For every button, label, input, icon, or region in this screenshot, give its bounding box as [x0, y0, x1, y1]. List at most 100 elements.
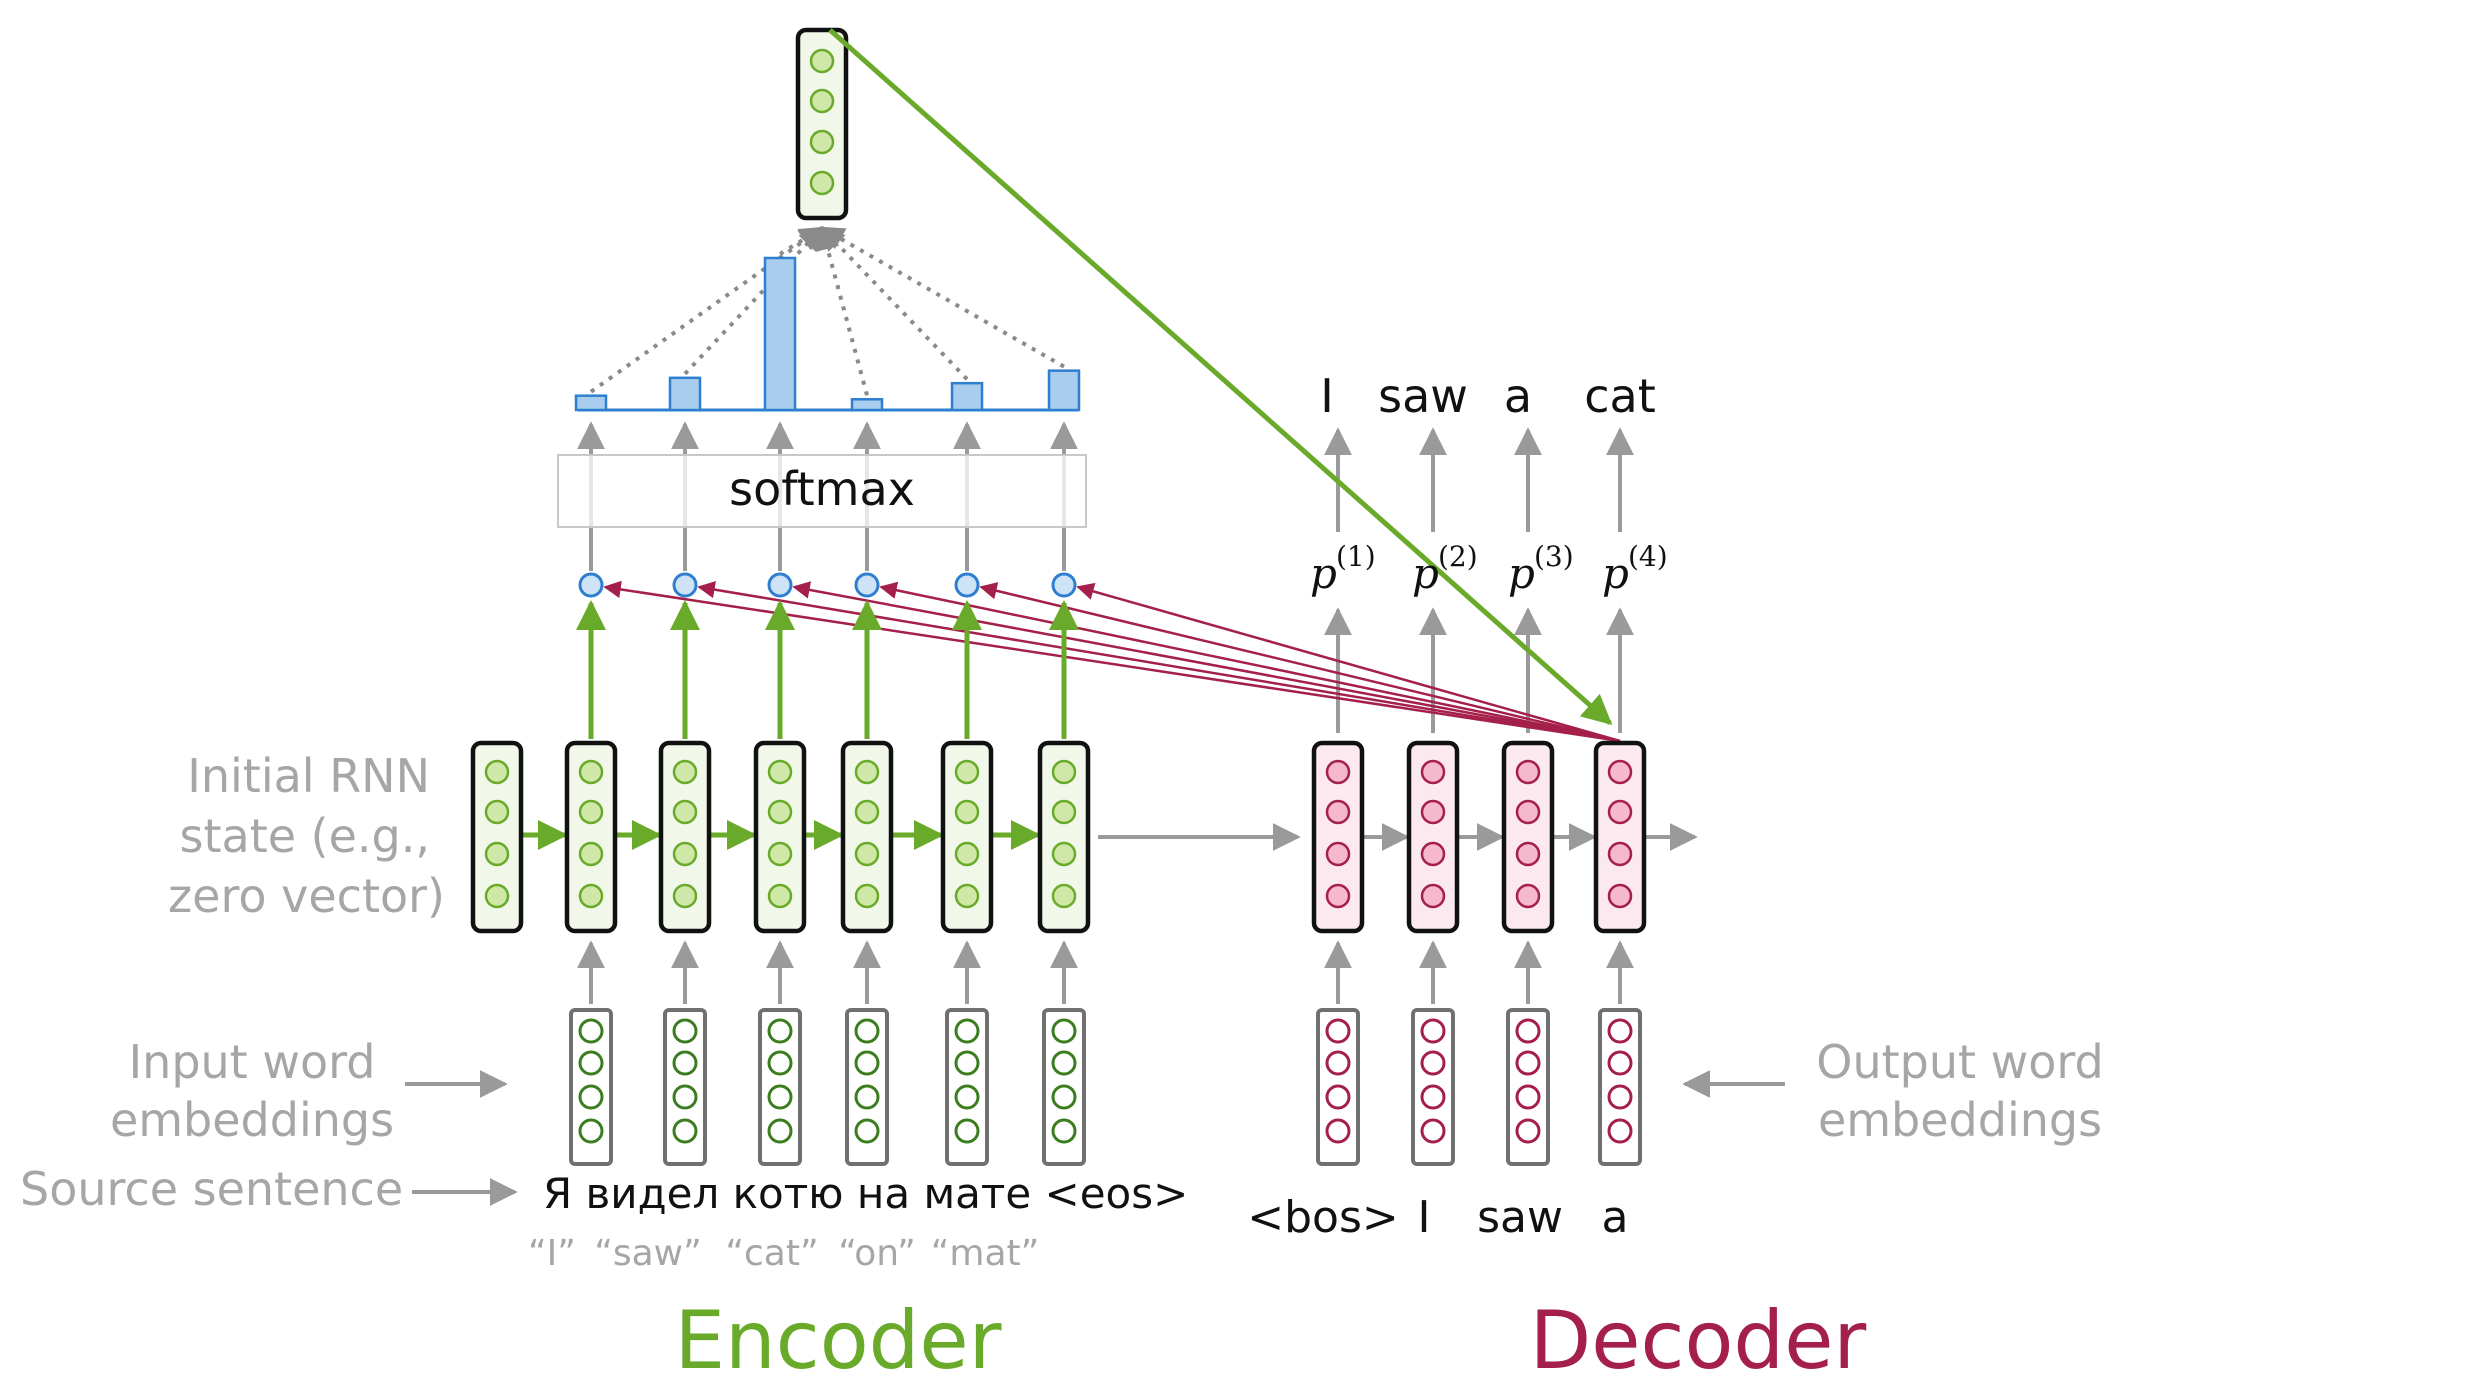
- source-glosses: “I” “saw” “cat” “on” “mat”: [528, 1233, 1039, 1274]
- attention-weight-bars: [574, 256, 1081, 412]
- embedding-unit-dot: [578, 1084, 604, 1110]
- embedding-unit-dot: [1515, 1018, 1541, 1044]
- context-unit-dot: [809, 129, 835, 155]
- embedding-unit-dot: [1325, 1050, 1351, 1076]
- embedding-unit-dot: [672, 1084, 698, 1110]
- state-unit-dot: [954, 799, 980, 825]
- state-unit-dot: [1607, 841, 1633, 867]
- embedding-unit-dot: [1607, 1018, 1633, 1044]
- state-vector-box: [1593, 740, 1647, 934]
- embedding-unit-dot: [1515, 1118, 1541, 1144]
- attention-score-dot: [672, 572, 698, 598]
- state-unit-dot: [854, 883, 880, 909]
- embedding-unit-dot: [1515, 1084, 1541, 1110]
- embedding-unit-dot: [1051, 1118, 1077, 1144]
- state-unit-dot: [484, 883, 510, 909]
- encoder-embedding-vector: [758, 1008, 802, 1166]
- embedding-unit-dot: [854, 1084, 880, 1110]
- output-probabilities: p (1) p (2) p (3) p (4): [1310, 540, 1668, 598]
- attention-score-dot: [1051, 572, 1077, 598]
- encoder-state-vector: [753, 740, 807, 934]
- state-unit-dot: [578, 883, 604, 909]
- embedding-unit-dot: [954, 1050, 980, 1076]
- source-sentence-label: Source sentence: [20, 1162, 403, 1216]
- state-unit-dot: [578, 841, 604, 867]
- state-unit-dot: [1051, 759, 1077, 785]
- state-unit-dot: [672, 799, 698, 825]
- prob-symbol: p: [1310, 549, 1337, 598]
- attention-weight-bar: [1047, 369, 1081, 412]
- encoder-embedding-vector: [945, 1008, 989, 1166]
- state-vector-box: [1501, 740, 1555, 934]
- decoder-embeddings: [1316, 1008, 1642, 1166]
- decoder-output-words: I saw a cat: [1320, 369, 1656, 423]
- state-unit-dot: [484, 759, 510, 785]
- state-unit-dot: [1325, 799, 1351, 825]
- encoder-title: Encoder: [674, 1294, 1001, 1378]
- encoder-embedding-vector: [569, 1008, 613, 1166]
- encoder-states: [470, 740, 1091, 934]
- encoder-state-vector: [840, 740, 894, 934]
- embedding-unit-dot: [578, 1050, 604, 1076]
- state-unit-dot: [854, 799, 880, 825]
- context-to-decoder-line: [828, 28, 1613, 725]
- probability-label-2: p (2): [1412, 540, 1478, 598]
- state-unit-dot: [1051, 841, 1077, 867]
- embedding-unit-dot: [672, 1018, 698, 1044]
- decoder-input-word: <bos>: [1247, 1192, 1399, 1243]
- state-unit-dot: [767, 883, 793, 909]
- attention-dotted-line: [589, 226, 824, 394]
- prob-superscript: (1): [1336, 540, 1376, 573]
- attention-dotted-line: [778, 226, 825, 256]
- attention-score-dots: [578, 572, 1077, 598]
- state-unit-dot: [954, 841, 980, 867]
- input-embeddings-label: Input word embeddings: [110, 1035, 394, 1147]
- prob-symbol: p: [1602, 549, 1629, 598]
- softmax-box: [557, 454, 1087, 528]
- source-gloss: “cat”: [725, 1233, 818, 1274]
- encoder-state-vector: [1037, 740, 1091, 934]
- state-vector-box: [940, 740, 994, 934]
- decoder-state-vector: [1593, 740, 1647, 934]
- encoder-embedding-vector: [1042, 1008, 1086, 1166]
- attention-weight-bar: [574, 394, 608, 412]
- state-unit-dot: [672, 883, 698, 909]
- prob-symbol: p: [1508, 549, 1535, 598]
- state-unit-dot: [1051, 883, 1077, 909]
- attention-score-line: [792, 581, 1621, 743]
- state-unit-dot: [854, 759, 880, 785]
- state-unit-dot: [1325, 759, 1351, 785]
- source-sentence-text: Я видел котю на мате <eos>: [543, 1169, 1188, 1218]
- embedding-unit-dot: [954, 1018, 980, 1044]
- source-gloss: “I”: [528, 1233, 576, 1274]
- state-unit-dot: [1515, 841, 1541, 867]
- attention-weight-bar: [850, 398, 884, 412]
- state-unit-dot: [854, 841, 880, 867]
- state-unit-dot: [954, 759, 980, 785]
- attention-context-vector: [795, 27, 849, 221]
- attention-dotted-line: [819, 226, 1065, 369]
- attention-score-line: [1076, 582, 1621, 743]
- output-word-line-1: Output word: [1816, 1035, 2103, 1089]
- initial-rnn-line-3: zero vector): [168, 869, 445, 923]
- state-unit-dot: [578, 799, 604, 825]
- embedding-unit-dot: [578, 1118, 604, 1144]
- state-unit-dot: [767, 759, 793, 785]
- state-unit-dot: [672, 759, 698, 785]
- embedding-unit-dot: [1051, 1050, 1077, 1076]
- prob-superscript: (3): [1534, 540, 1574, 573]
- state-unit-dot: [578, 759, 604, 785]
- state-unit-dot: [1420, 759, 1446, 785]
- source-gloss: “saw”: [594, 1233, 702, 1274]
- state-vector-box: [658, 740, 712, 934]
- state-unit-dot: [767, 799, 793, 825]
- attention-score-dot: [954, 572, 980, 598]
- state-unit-dot: [1515, 759, 1541, 785]
- embedding-unit-dot: [767, 1050, 793, 1076]
- source-gloss: “mat”: [931, 1233, 1040, 1274]
- decoder-output-word: a: [1504, 369, 1532, 423]
- decoder-states: [1311, 740, 1647, 934]
- encoder-embedding-vector: [663, 1008, 707, 1166]
- attention-dotted-line: [816, 225, 869, 396]
